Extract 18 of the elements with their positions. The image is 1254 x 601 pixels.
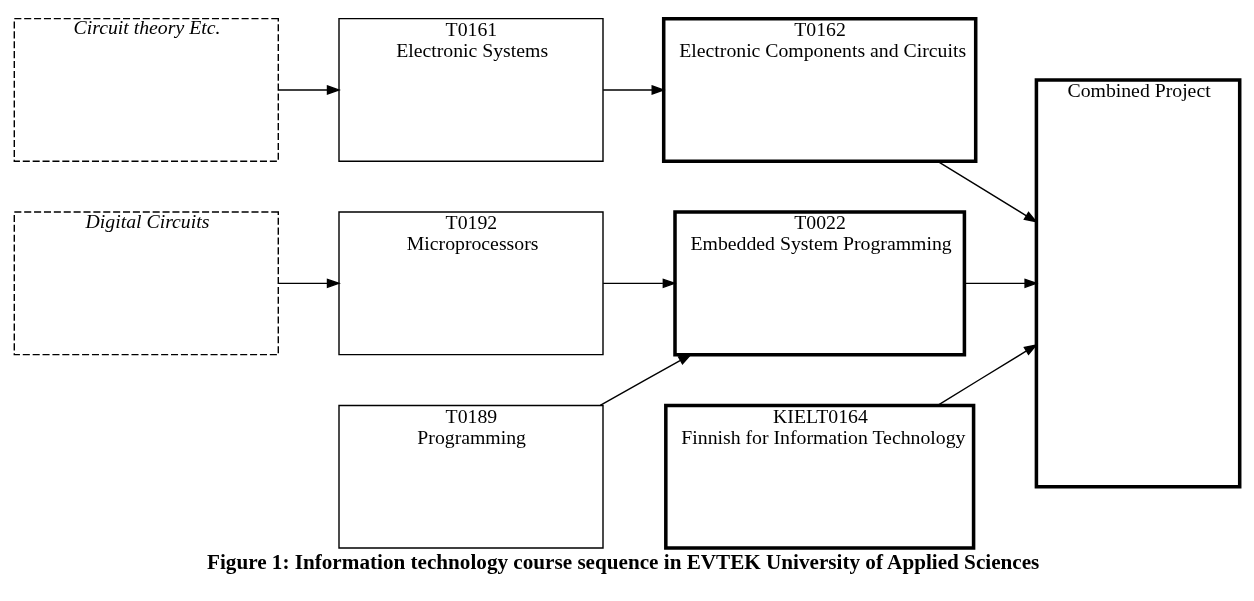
node-box: KIELT0164 Finnish for Information Technology bbox=[664, 403, 976, 550]
caption: Figure 1: Information technology course sequence in EVTEK University of Applied Sciences bbox=[207, 549, 1040, 574]
node-box: T0192 Microprocessors bbox=[338, 210, 604, 355]
arrow bbox=[602, 84, 666, 95]
node-box: T0022 Embedded System Programming bbox=[673, 209, 967, 356]
arrow bbox=[937, 343, 1038, 406]
node-box: T0162 Electronic Components and Circuits bbox=[661, 16, 978, 163]
node-box: T0189 Programming bbox=[338, 404, 604, 549]
arrow bbox=[277, 277, 341, 288]
node-box: T0161 Electronic Systems bbox=[338, 17, 604, 162]
arrow bbox=[963, 277, 1039, 288]
node-box: Circuit theory Etc. bbox=[13, 17, 279, 162]
arrow bbox=[599, 353, 693, 406]
arrow bbox=[277, 84, 341, 95]
node-box: Combined Project bbox=[1034, 77, 1242, 488]
arrow bbox=[937, 160, 1038, 223]
node-box: Digital Circuits bbox=[13, 210, 279, 355]
arrow bbox=[602, 277, 677, 288]
